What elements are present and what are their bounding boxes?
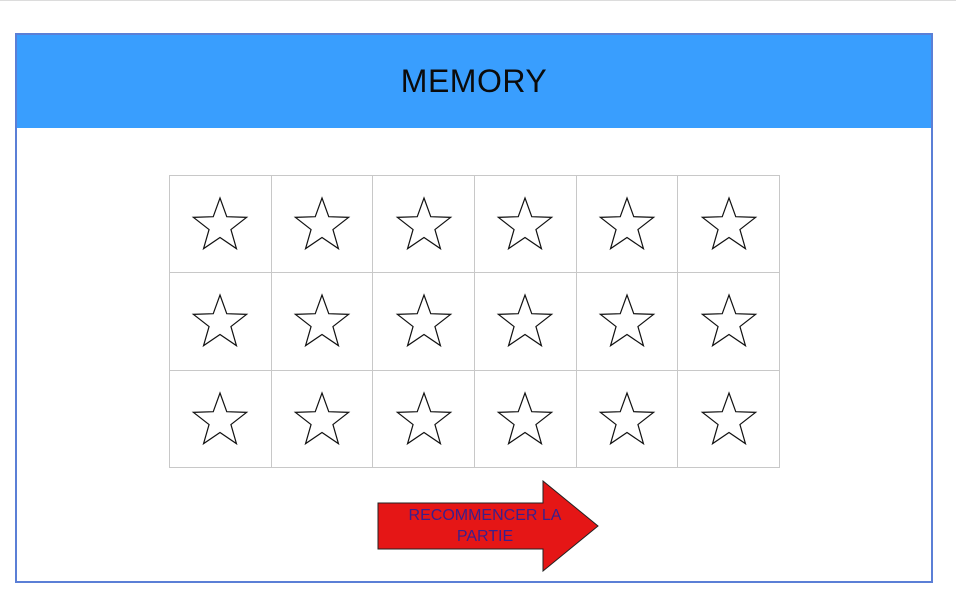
memory-card[interactable]: [678, 370, 780, 468]
memory-card[interactable]: [474, 273, 577, 371]
memory-card[interactable]: [373, 273, 475, 371]
title-bar: MEMORY: [17, 35, 931, 128]
memory-card[interactable]: [170, 176, 272, 274]
star-icon: [497, 196, 554, 251]
game-title: MEMORY: [400, 63, 548, 99]
star-icon: [700, 196, 757, 251]
memory-card[interactable]: [576, 273, 679, 371]
star-icon: [395, 391, 452, 445]
star-icon: [497, 293, 554, 348]
memory-card[interactable]: [373, 176, 475, 274]
star-icon: [293, 391, 351, 445]
memory-card[interactable]: [678, 176, 780, 274]
star-icon: [192, 293, 249, 348]
game-frame: MEMORY RECOMMENCER LA PARTIE: [15, 33, 933, 583]
star-icon: [395, 196, 452, 251]
card-board: [169, 175, 780, 468]
restart-label: RECOMMENCER LA PARTIE: [408, 507, 562, 545]
memory-card[interactable]: [576, 370, 679, 468]
star-icon: [192, 196, 249, 251]
memory-card[interactable]: [576, 176, 679, 274]
memory-card[interactable]: [678, 273, 780, 371]
memory-card[interactable]: [271, 370, 374, 468]
memory-card[interactable]: [271, 176, 374, 274]
star-icon: [598, 391, 656, 445]
star-icon: [192, 391, 249, 445]
star-icon: [700, 391, 757, 445]
star-icon: [598, 196, 656, 251]
memory-card[interactable]: [474, 176, 577, 274]
star-icon: [497, 391, 554, 445]
star-icon: [395, 293, 452, 348]
star-icon: [293, 196, 351, 251]
arrow-right-icon: [377, 480, 599, 572]
memory-card[interactable]: [474, 370, 577, 468]
page-top-rule: [0, 0, 956, 1]
star-icon: [293, 293, 351, 348]
memory-card[interactable]: [373, 370, 475, 468]
star-icon: [598, 293, 656, 348]
memory-card[interactable]: [271, 273, 374, 371]
memory-card[interactable]: [170, 273, 272, 371]
star-icon: [700, 293, 757, 348]
memory-card[interactable]: [170, 370, 272, 468]
restart-button[interactable]: RECOMMENCER LA PARTIE: [377, 480, 599, 572]
